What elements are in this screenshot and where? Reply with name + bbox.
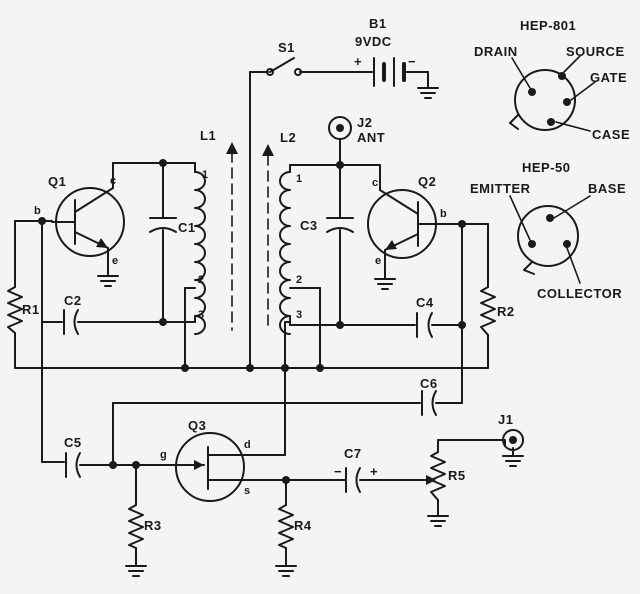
label-c6: C6	[420, 376, 438, 391]
hep801-source: SOURCE	[566, 44, 625, 59]
label-c1: C1	[178, 220, 196, 235]
hep801-gate: GATE	[590, 70, 627, 85]
pin-q1-b: b	[34, 205, 41, 217]
fet-q3	[175, 432, 245, 502]
label-q1: Q1	[48, 174, 66, 189]
resistor-r4	[275, 504, 297, 577]
pin-q1-e: e	[112, 255, 118, 267]
capacitor-c5	[65, 452, 81, 478]
label-j2-ant: ANT	[357, 130, 385, 145]
c7-minus-sign: −	[334, 464, 342, 479]
ground-icon	[502, 455, 524, 467]
jack-j1	[502, 429, 524, 467]
resistor-r3	[125, 504, 147, 577]
ground-icon	[427, 515, 449, 527]
label-r2: R2	[497, 304, 515, 319]
pin-q1-c: c	[110, 175, 116, 187]
pin-l1-2: 2	[198, 274, 204, 286]
label-b1: B1	[369, 16, 387, 31]
ground-icon	[417, 87, 439, 99]
hep50-emitter: EMITTER	[470, 181, 531, 196]
hep50-collector: COLLECTOR	[537, 286, 622, 301]
battery-b1	[354, 57, 439, 99]
transistor-q2	[367, 181, 437, 290]
hep801-case: CASE	[592, 127, 630, 142]
b1-minus-sign: −	[408, 54, 416, 69]
junction-dots	[38, 159, 466, 484]
label-j1: J1	[498, 412, 513, 427]
pin-l2-3: 3	[296, 309, 302, 321]
label-r3: R3	[144, 518, 162, 533]
switch-s1	[266, 57, 302, 76]
label-s1: S1	[278, 40, 295, 55]
ground-icon	[275, 565, 297, 577]
pin-l1-3: 3	[198, 309, 204, 321]
label-c2: C2	[64, 293, 82, 308]
label-l2: L2	[280, 130, 296, 145]
capacitor-c3	[326, 217, 354, 233]
pin-q2-c: c	[372, 177, 378, 189]
capacitor-c1	[149, 217, 177, 233]
hep50-title: HEP-50	[522, 160, 571, 175]
label-q3: Q3	[188, 418, 206, 433]
hep50-base: BASE	[588, 181, 626, 196]
pin-q3-d: d	[244, 439, 251, 451]
capacitor-c2	[63, 309, 79, 335]
c7-plus-sign: +	[370, 464, 378, 479]
label-b1-value: 9VDC	[355, 34, 392, 49]
capacitor-c4	[416, 312, 433, 338]
pin-q2-b: b	[440, 208, 447, 220]
wiring	[14, 71, 514, 567]
pin-q3-g: g	[160, 449, 167, 461]
label-c7: C7	[344, 446, 362, 461]
pin-l2-1: 1	[296, 173, 302, 185]
label-c5: C5	[64, 435, 82, 450]
resistor-r1	[7, 286, 23, 334]
inductor-l1	[194, 142, 238, 335]
label-q2: Q2	[418, 174, 436, 189]
capacitor-c6	[421, 390, 437, 416]
transistor-q1	[51, 176, 125, 287]
label-c3: C3	[300, 218, 318, 233]
pin-l2-2: 2	[296, 274, 302, 286]
hep801-drain: DRAIN	[474, 44, 518, 59]
ground-icon	[374, 278, 396, 290]
hep801-pinout-diagram	[509, 55, 596, 132]
hep801-title: HEP-801	[520, 18, 576, 33]
ground-icon	[97, 275, 119, 287]
jack-j2	[328, 116, 352, 140]
label-c4: C4	[416, 295, 434, 310]
label-r4: R4	[294, 518, 312, 533]
b1-plus-sign: +	[354, 54, 362, 69]
label-l1: L1	[200, 128, 216, 143]
label-j2: J2	[357, 115, 372, 130]
pin-l1-1: 1	[202, 169, 208, 181]
resistor-r2	[480, 286, 496, 336]
hep50-pinout-diagram	[509, 195, 591, 284]
capacitor-c7	[345, 467, 361, 493]
labels: Q1 L1 C1 C2 R1 L2 C3 C4 R2 Q2 S1 B1 9VDC…	[22, 16, 630, 533]
label-r5: R5	[448, 468, 466, 483]
pin-q2-e: e	[375, 255, 381, 267]
label-r1: R1	[22, 302, 40, 317]
potentiometer-r5	[424, 451, 449, 527]
inductor-l2	[262, 144, 291, 335]
ground-icon	[125, 565, 147, 577]
pin-q3-s: s	[244, 485, 250, 497]
